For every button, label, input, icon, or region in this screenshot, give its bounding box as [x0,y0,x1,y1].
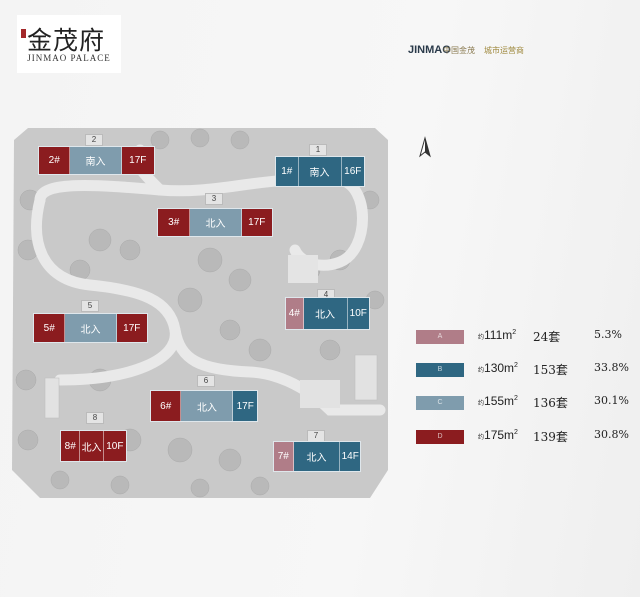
building-id: 5# [34,314,66,342]
legend-percent: 30.8% [594,428,629,441]
building-1[interactable]: 1# 南入 16F [275,156,365,187]
legend-row-a: A 约111m2 24套 5.3% [416,328,636,344]
building-id: 3# [158,209,191,236]
building-2[interactable]: 2# 南入 17F [38,146,155,175]
building-6[interactable]: 6# 北入 17F [150,390,258,422]
building-entry: 北入 [293,442,341,471]
legend-area: 约155m2 [478,394,518,408]
building-id: 1# [276,157,299,186]
legend-area: 约130m2 [478,361,518,375]
building-5[interactable]: 5# 北入 17F [33,313,148,343]
logo-chinese: 金茂府 [27,26,106,55]
legend-count: 153套 [533,363,568,377]
building-id: 6# [151,391,182,421]
building-floors: 17F [121,147,154,174]
brand-tagline: 城市运营商 [484,46,524,55]
legend-swatch: C [416,396,464,410]
building-id: 7# [274,442,294,471]
legend-swatch: B [416,363,464,377]
building-floors: 17F [233,391,257,421]
legend-area: 约111m2 [478,328,517,342]
brand-logo: JINMAO [408,44,451,56]
building-floors: 10F [103,431,127,461]
building-4[interactable]: 4# 北入 10F [285,297,370,330]
building-entry: 北入 [181,391,234,421]
north-arrow-icon [419,136,431,158]
building-entry: 北入 [303,298,348,329]
building-entry: 北入 [190,209,242,236]
legend-area: 约175m2 [478,428,518,442]
building-entry: 南入 [70,147,122,174]
legend-row-c: C 约155m2 136套 30.1% [416,394,636,410]
building-7[interactable]: 7# 北入 14F [273,441,361,472]
building-entry: 北入 [80,431,104,461]
site-boundary [12,128,388,498]
building-floors: 17F [116,314,147,342]
building-floors: 16F [341,157,364,186]
project-logo: 金茂府 JINMAO PALACE [17,15,121,73]
building-number-8: 8 [86,412,104,424]
building-number-6: 6 [197,375,215,387]
legend-count: 136套 [533,396,568,410]
legend-swatch: D [416,430,464,444]
legend-count: 139套 [533,430,568,444]
building-3[interactable]: 3# 北入 17F [157,208,273,237]
building-id: 2# [39,147,71,174]
building-floors: 10F [347,298,369,329]
building-number-3: 3 [205,193,223,205]
building-number-2: 2 [85,134,103,146]
brand-chinese: 中国金茂 [443,46,475,55]
legend-percent: 30.1% [594,394,629,407]
seal-icon [21,29,26,38]
building-floors: 17F [241,209,272,236]
building-entry: 南入 [298,157,342,186]
logo-english: JINMAO PALACE [27,53,111,63]
building-8[interactable]: 8# 北入 10F [60,430,127,462]
legend-row-d: D 约175m2 139套 30.8% [416,428,636,444]
legend-swatch: A [416,330,464,344]
building-id: 8# [61,431,81,461]
legend-percent: 33.8% [594,361,629,374]
building-entry: 北入 [65,314,117,342]
legend-count: 24套 [533,330,561,344]
legend-row-b: B 约130m2 153套 33.8% [416,361,636,377]
building-number-1: 1 [309,144,327,156]
building-id: 4# [286,298,304,329]
building-floors: 14F [340,442,360,471]
legend-percent: 5.3% [594,328,622,341]
building-number-5: 5 [81,300,99,312]
